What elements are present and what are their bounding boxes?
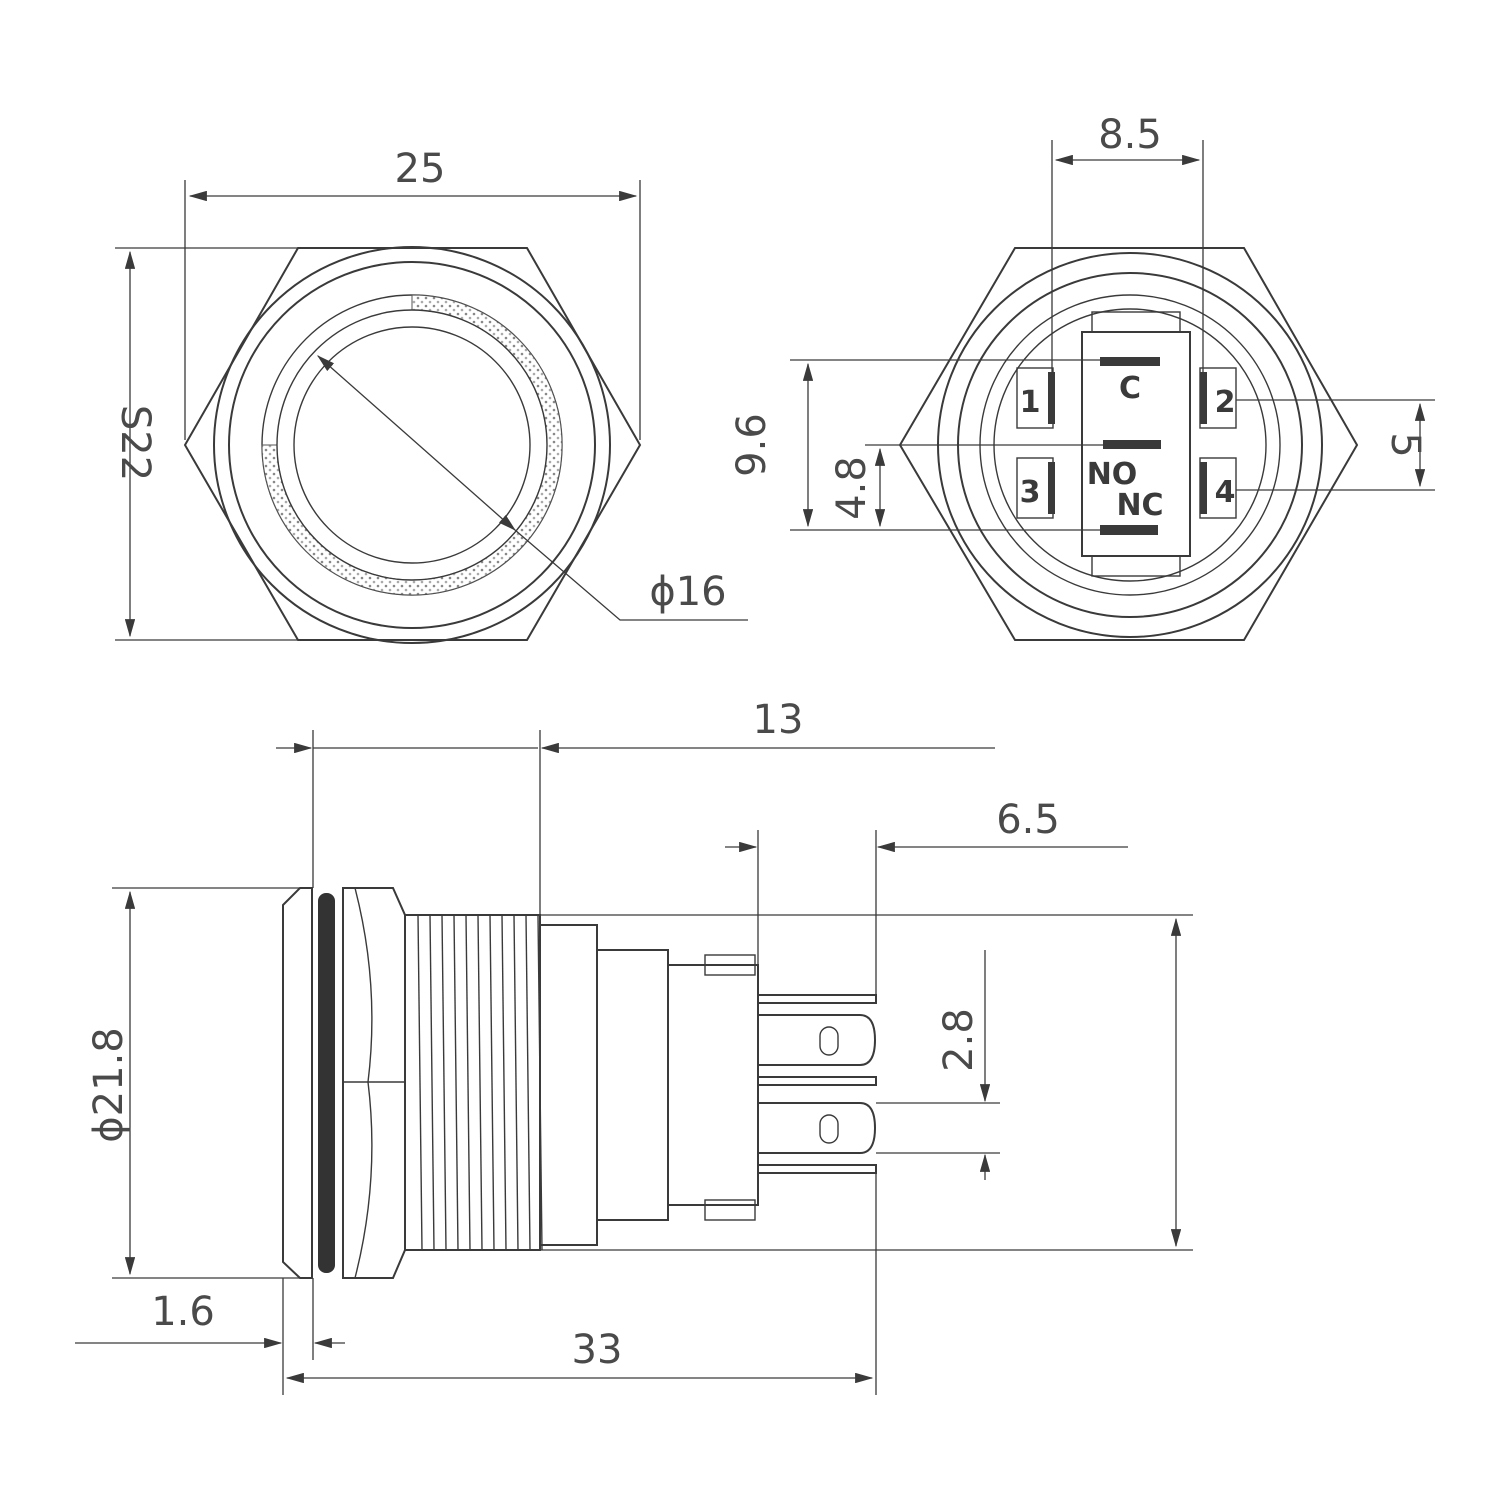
thread-line	[465, 914, 471, 1251]
thread-line	[489, 914, 495, 1251]
svg-text:1: 1	[1020, 385, 1041, 420]
right-dimension: 5	[1382, 432, 1428, 457]
thread-line	[477, 914, 483, 1251]
svg-text:4: 4	[1215, 475, 1236, 510]
half-height-dimension: 4.8	[829, 456, 875, 520]
pin-2: 2	[1199, 367, 1237, 429]
common-contact-label: C	[1119, 371, 1141, 406]
height-dimension: 9.6	[729, 413, 775, 477]
flange-dimension: 1.6	[151, 1289, 215, 1335]
total-length-dimension: 33	[572, 1327, 623, 1373]
width-dimension: 25	[395, 146, 446, 192]
thread-line	[501, 914, 507, 1251]
nc-contact-label: NC	[1116, 488, 1163, 523]
thread-length-dimension: 13	[753, 697, 804, 743]
side-view: 13 6.5 2.8 ϕ21.8 1.6 33	[75, 697, 1193, 1395]
lens-diameter-dimension: ϕ16	[649, 569, 726, 615]
front-view: 25 S22 ϕ16	[112, 146, 748, 644]
no-contact-label: NO	[1087, 457, 1138, 492]
across-flats-dimension: S22	[112, 405, 158, 481]
thread-line	[417, 914, 423, 1251]
thread-line	[453, 914, 459, 1251]
thread-line	[513, 914, 519, 1251]
svg-text:3: 3	[1020, 475, 1041, 510]
pin-spacing-dimension: 8.5	[1098, 112, 1162, 158]
svg-text:2: 2	[1215, 385, 1236, 420]
body-diameter-dimension: ϕ21.8	[86, 1027, 132, 1142]
thread-line	[429, 914, 435, 1251]
terminal-width-dimension: 2.8	[936, 1008, 982, 1072]
back-view: 1 2 3 4 C NO NC 8.5 9.6 4.8 5	[729, 112, 1435, 641]
pin-1: 1	[1016, 367, 1055, 429]
terminal-dimension: 6.5	[996, 797, 1060, 843]
thread-line	[525, 914, 531, 1251]
thread-line	[441, 914, 447, 1251]
pin-4: 4	[1199, 457, 1237, 519]
pin-3: 3	[1016, 457, 1055, 519]
